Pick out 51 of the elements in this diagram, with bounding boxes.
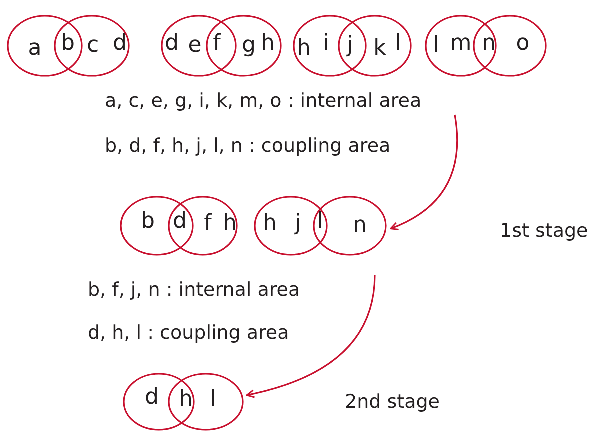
area-letter: l [210, 389, 216, 411]
curved-arrow [390, 114, 458, 230]
area-letter: d [165, 33, 179, 55]
area-letter: h [297, 38, 311, 60]
annotation-text: a, c, e, g, i, k, m, o : internal area [105, 92, 422, 111]
ellipse-outline [206, 15, 282, 77]
area-letter: j [346, 35, 354, 57]
ellipse-outline [120, 196, 194, 256]
area-letter: j [294, 213, 302, 235]
ellipse-outline [338, 15, 412, 77]
area-letter: f [213, 33, 221, 55]
area-letter: l [394, 33, 402, 55]
area-letter: b [61, 33, 75, 55]
area-letter: o [516, 33, 530, 55]
ellipse-outline [7, 15, 83, 77]
area-letter: h [263, 213, 277, 235]
annotation-text: d, h, l : coupling area [88, 324, 290, 343]
ellipse-outline [313, 196, 387, 256]
area-letter: e [188, 35, 202, 57]
area-letter: c [86, 35, 100, 57]
area-letter: a [28, 38, 42, 60]
area-letter: f [204, 213, 212, 235]
annotation-text: 1st stage [500, 222, 588, 241]
area-letter: n [482, 33, 496, 55]
annotation-text: b, d, f, h, j, l, n : coupling area [105, 137, 391, 156]
ellipse-outline [425, 15, 497, 77]
ellipse-outline [123, 373, 195, 431]
area-letter: g [242, 35, 256, 57]
annotation-text: b, f, j, n : internal area [88, 281, 300, 300]
area-letter: m [450, 33, 472, 55]
ellipse-outline [161, 15, 237, 77]
area-letter: d [113, 33, 127, 55]
area-letter: l [316, 211, 324, 233]
area-letter: h [261, 33, 275, 55]
ellipse-outline [254, 196, 328, 256]
area-letter: d [145, 387, 159, 409]
ellipse-outline [473, 15, 547, 77]
area-letter: l [432, 35, 440, 57]
annotation-text: 2nd stage [345, 393, 440, 412]
area-letter: b [141, 211, 155, 233]
ellipse-outline [168, 196, 238, 256]
area-letter: n [353, 215, 367, 237]
ellipse-outline [168, 373, 244, 431]
area-letter: d [173, 211, 187, 233]
area-letter: h [223, 213, 237, 235]
area-letter: k [374, 38, 386, 60]
area-letter: h [179, 389, 193, 411]
curved-arrow [246, 274, 376, 398]
ellipse-outline [54, 15, 130, 77]
area-letter: i [322, 33, 330, 55]
ellipse-outline [293, 15, 367, 77]
